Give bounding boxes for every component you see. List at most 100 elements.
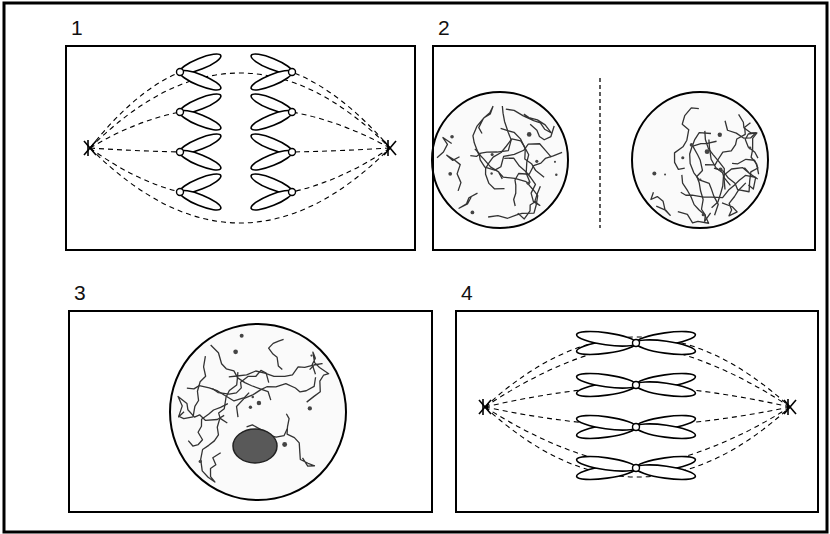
- chromatid-arm: [178, 107, 223, 134]
- cleavage-line: [599, 78, 601, 228]
- chromatin-granule: [681, 156, 684, 159]
- nuclear-envelope: [432, 92, 568, 228]
- chromatin-granule: [448, 172, 452, 176]
- chromatin-granule: [310, 354, 312, 356]
- centromere: [289, 189, 296, 196]
- nucleolus: [233, 429, 277, 463]
- stage-panel: 4: [455, 310, 819, 513]
- chromatin-strand: [530, 124, 554, 140]
- chromatin-granule: [471, 211, 475, 215]
- chromatin-strand: [681, 175, 756, 197]
- metaphase-chromosome: [576, 454, 697, 483]
- chromatin-strand: [187, 386, 249, 401]
- chromatin-granule: [555, 173, 557, 175]
- chromatin-granule: [702, 213, 705, 216]
- chromatin-strand: [229, 364, 322, 377]
- centriole-mark: [384, 141, 396, 155]
- chromatin-strand: [739, 114, 759, 173]
- panel-number: 2: [438, 17, 450, 38]
- spindle-fiber: [485, 337, 790, 407]
- centromere: [633, 340, 640, 347]
- centriole-mark: [784, 400, 796, 414]
- daughter-chromosome: [249, 90, 295, 133]
- centriole-mark: [482, 399, 484, 415]
- stage-panel: 3: [68, 310, 433, 513]
- chromatin-strand: [219, 372, 238, 423]
- spindle-fiber: [90, 112, 180, 148]
- spindle-fiber: [90, 73, 390, 148]
- chromatin-strand: [470, 106, 511, 156]
- chromatin-strand: [269, 339, 284, 369]
- chromatin-granule: [240, 334, 244, 338]
- chromatid-arm: [576, 413, 637, 433]
- chromatid-arm: [249, 67, 294, 94]
- centromere: [177, 69, 184, 76]
- spindle-pole: [479, 399, 491, 415]
- chromatin-granule: [490, 172, 492, 174]
- daughter-chromosome: [177, 50, 223, 93]
- chromatin-strand: [488, 173, 538, 218]
- centriole-mark: [384, 141, 396, 155]
- spindle-pole: [384, 140, 396, 156]
- chromatin-strand: [506, 109, 552, 133]
- spindle-fiber: [485, 407, 790, 477]
- chromatin-strand: [237, 377, 316, 417]
- daughter-chromosome: [249, 50, 295, 93]
- daughter-chromosome: [177, 170, 223, 213]
- centromere: [177, 189, 184, 196]
- chromatin-granule: [690, 143, 694, 147]
- stage-panel: 1: [65, 45, 416, 251]
- chromatin-granule: [257, 401, 261, 405]
- panel-number: 4: [461, 282, 473, 303]
- chromatid-arm: [178, 147, 223, 174]
- chromatin-strand: [286, 414, 314, 466]
- centriole-mark: [84, 141, 96, 155]
- chromatid-arm: [635, 337, 696, 357]
- chromatin-strand: [178, 356, 205, 419]
- centriole-mark: [387, 140, 389, 156]
- panel-number: 3: [74, 282, 86, 303]
- chromatin-granule: [664, 174, 666, 176]
- daughter-chromosome: [249, 170, 295, 213]
- chromatin-strand: [712, 168, 758, 208]
- chromatin-granule: [527, 181, 530, 184]
- nucleus: [170, 324, 346, 500]
- nucleus: [632, 92, 768, 228]
- spindle-fiber: [292, 148, 390, 152]
- nuclear-envelope: [170, 324, 346, 500]
- chromatin-granule: [554, 161, 556, 163]
- centromere: [633, 382, 640, 389]
- chromatin-granule: [249, 406, 252, 409]
- chromatid-arm: [635, 379, 696, 399]
- chromatin-granule: [282, 442, 287, 447]
- chromatin-strand: [475, 144, 551, 170]
- chromatin-strand: [690, 141, 719, 215]
- daughter-chromosome: [177, 90, 223, 133]
- chromatid-arm: [178, 187, 223, 214]
- chromatin-granule: [718, 133, 722, 137]
- chromatid-arm: [635, 462, 696, 482]
- chromatin-granule: [719, 167, 723, 171]
- chromatin-granule: [450, 135, 454, 139]
- chromatid-arm: [249, 147, 294, 174]
- chromatid-arm: [635, 421, 696, 441]
- chromatin-strand: [437, 138, 452, 158]
- centromere: [633, 424, 640, 431]
- chromatid-arm: [576, 329, 637, 349]
- daughter-chromosome: [249, 130, 295, 173]
- nucleus: [432, 92, 568, 228]
- chromatin-strand: [722, 183, 746, 216]
- centriole-mark: [84, 141, 96, 155]
- metaphase-chromosome: [576, 371, 697, 400]
- chromatid-arm: [576, 371, 637, 391]
- daughter-chromosome: [177, 130, 223, 173]
- chromatin-granule: [699, 179, 701, 181]
- centriole-mark: [479, 400, 491, 414]
- centriole-mark: [87, 140, 89, 156]
- chromatin-strand: [501, 128, 545, 177]
- chromatin-strand: [307, 352, 329, 402]
- chromatin-strand: [188, 404, 228, 446]
- chromatin-strand: [705, 131, 725, 190]
- chromatin-strand: [212, 370, 268, 394]
- centriole-mark: [787, 399, 789, 415]
